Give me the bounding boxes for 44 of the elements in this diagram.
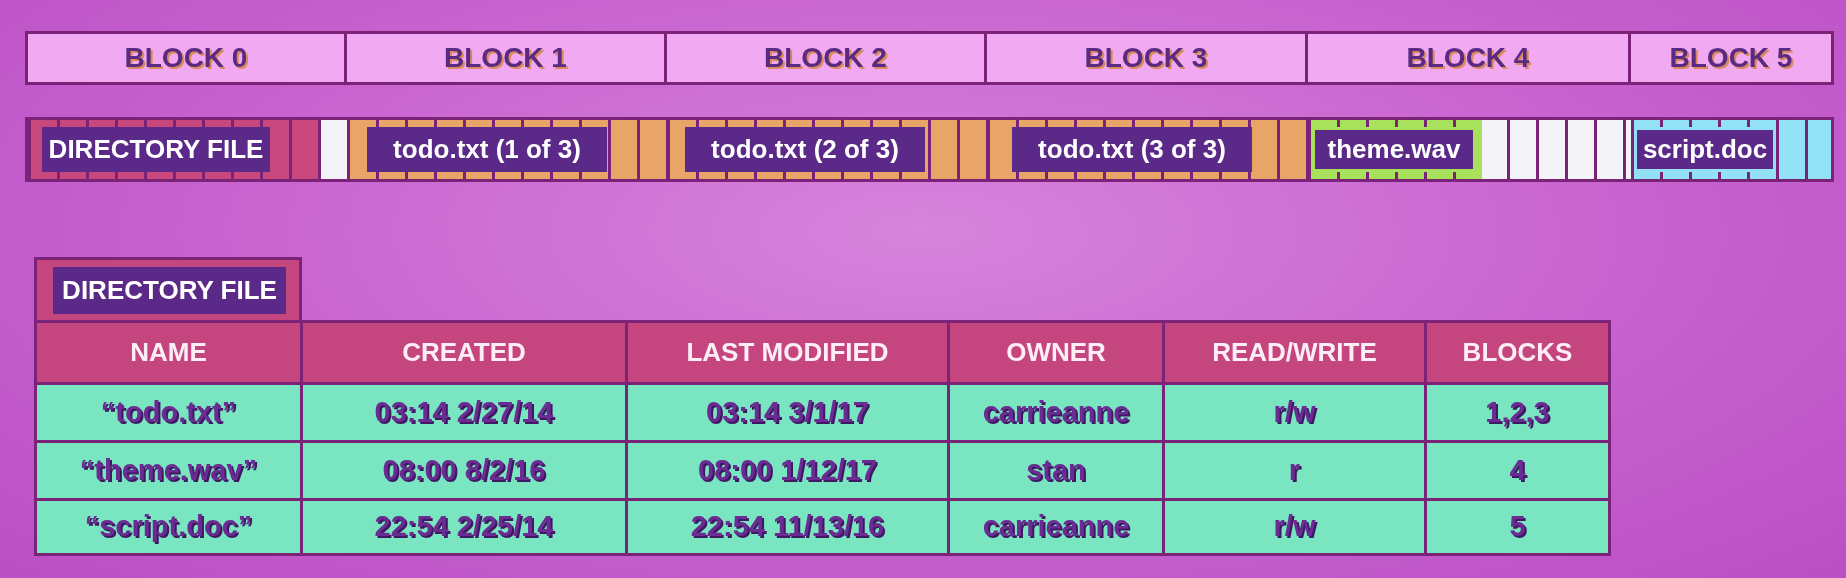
- table-cell: “theme.wav”: [37, 443, 300, 498]
- table-cell: 4: [1427, 443, 1608, 498]
- file-segment: [987, 120, 1308, 179]
- column-header: NAME: [37, 323, 300, 382]
- column-header: OWNER: [950, 323, 1162, 382]
- block-header: BLOCK 1: [347, 31, 667, 85]
- table-cell: 5: [1427, 501, 1608, 553]
- table-cell: carrieanne: [950, 501, 1162, 553]
- file-label: todo.txt (1 of 3): [367, 127, 607, 172]
- table-cell: 08:00 8/2/16: [303, 443, 625, 498]
- table-cell: “script.doc”: [37, 501, 300, 553]
- table-cell: stan: [950, 443, 1162, 498]
- file-label: DIRECTORY FILE: [42, 127, 270, 172]
- table-cell: r/w: [1165, 501, 1424, 553]
- file-label: todo.txt (2 of 3): [685, 127, 925, 172]
- tab-label: DIRECTORY FILE: [53, 267, 286, 314]
- column-header: BLOCKS: [1427, 323, 1608, 382]
- block-header: BLOCK 2: [667, 31, 987, 85]
- table-cell: r/w: [1165, 385, 1424, 440]
- file-label: todo.txt (3 of 3): [1012, 127, 1252, 172]
- file-segment: [1631, 120, 1831, 179]
- table-cell: “todo.txt”: [37, 385, 300, 440]
- block-header: BLOCK 5: [1631, 31, 1834, 85]
- file-segment: [347, 120, 667, 179]
- block-header: BLOCK 3: [987, 31, 1308, 85]
- file-segment: [1308, 120, 1482, 179]
- file-label: script.doc: [1634, 127, 1776, 172]
- file-label: theme.wav: [1312, 127, 1476, 172]
- table-cell: r: [1165, 443, 1424, 498]
- file-segment: [667, 120, 987, 179]
- table-cell: 1,2,3: [1427, 385, 1608, 440]
- column-header: READ/WRITE: [1165, 323, 1424, 382]
- table-cell: 03:14 3/1/17: [628, 385, 947, 440]
- table-cell: 22:54 11/13/16: [628, 501, 947, 553]
- column-header: CREATED: [303, 323, 625, 382]
- block-header: BLOCK 4: [1308, 31, 1631, 85]
- table-cell: 03:14 2/27/14: [303, 385, 625, 440]
- block-header: BLOCK 0: [25, 31, 347, 85]
- table-cell: 22:54 2/25/14: [303, 501, 625, 553]
- column-header: LAST MODIFIED: [628, 323, 947, 382]
- table-cell: carrieanne: [950, 385, 1162, 440]
- table-cell: 08:00 1/12/17: [628, 443, 947, 498]
- file-segment: [28, 120, 318, 179]
- table-tab: [34, 257, 302, 323]
